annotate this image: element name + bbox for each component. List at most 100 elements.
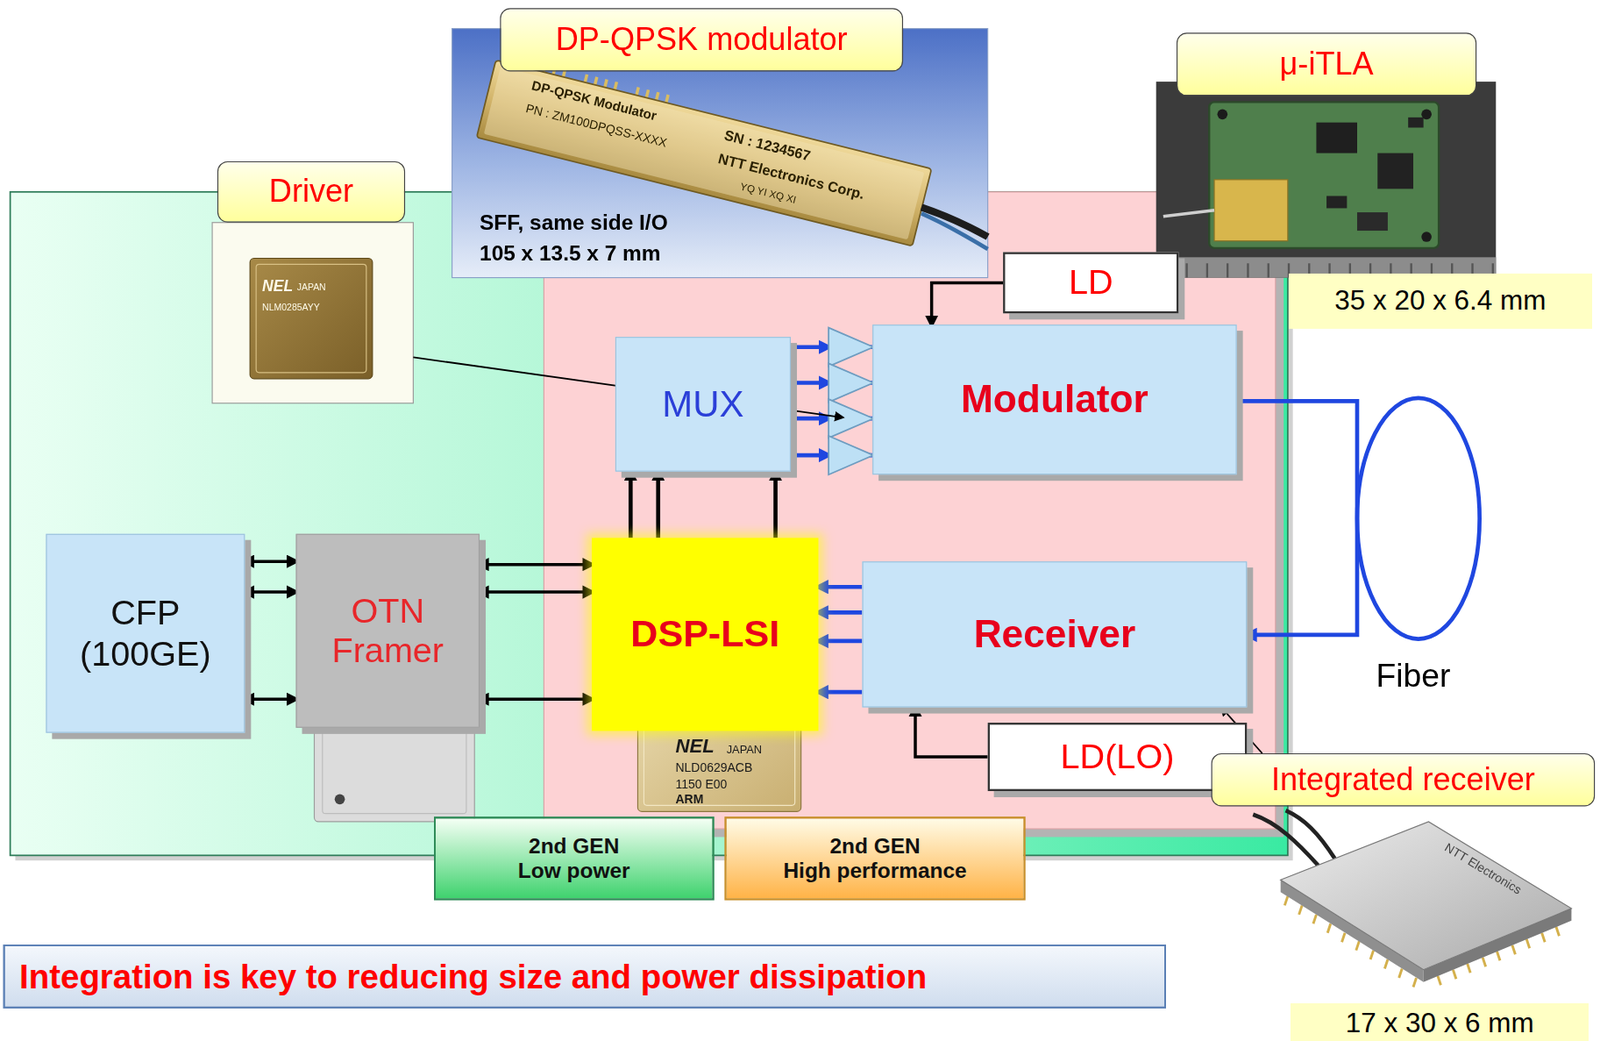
box-text: 2nd GEN bbox=[829, 833, 920, 859]
box-text: CFP (100GE) bbox=[69, 593, 223, 674]
box-text: DSP-LSI bbox=[630, 612, 780, 657]
signal-arrow bbox=[817, 584, 862, 590]
signal-arrow bbox=[1237, 400, 1358, 635]
signal-arrow bbox=[244, 559, 296, 562]
box-text: 17 x 30 x 6 mm bbox=[1345, 1007, 1535, 1039]
integrated-receiver-photo bbox=[1252, 810, 1572, 987]
chip-marking: 1150 E00 bbox=[675, 777, 728, 791]
signal-arrow bbox=[479, 590, 592, 593]
chip-marking: JAPAN bbox=[297, 282, 327, 293]
framer-box: OTN Framer bbox=[296, 533, 481, 728]
laser-box: LD(LO) bbox=[988, 722, 1248, 791]
laser-box: LD bbox=[1002, 251, 1179, 313]
dsp-box: DSP-LSI bbox=[591, 537, 818, 731]
signal-arrow bbox=[931, 282, 1003, 325]
signal-arrow bbox=[244, 590, 296, 593]
signal-arrow bbox=[817, 639, 862, 644]
tunable-laser-photo-part bbox=[1421, 109, 1432, 121]
generation-badge: 2nd GENHigh performance bbox=[724, 816, 1025, 900]
integrated-receiver-photo-part bbox=[1252, 814, 1318, 866]
receiver-box: Receiver bbox=[861, 561, 1247, 707]
modulator-photo-part bbox=[921, 213, 989, 249]
box-text: MUX bbox=[661, 383, 744, 426]
tunable-laser-photo-part bbox=[1217, 109, 1229, 121]
signal-arrow bbox=[479, 562, 592, 566]
chip-marking: NLM0285AYY bbox=[262, 303, 320, 314]
driver-amplifier-part bbox=[828, 362, 874, 402]
driver-photo-part bbox=[256, 263, 367, 372]
driver-photo bbox=[212, 222, 413, 404]
signal-arrow bbox=[773, 471, 778, 539]
fiber-label: Fiber bbox=[1376, 658, 1451, 695]
signal-arrow bbox=[479, 697, 592, 701]
box-text: Low power bbox=[518, 858, 631, 883]
box-text: Integration is key to reducing size and … bbox=[19, 956, 927, 996]
tunable-laser-photo bbox=[1156, 81, 1497, 278]
callout-tab: Integrated receiver bbox=[1211, 753, 1596, 807]
box-text: OTN Framer bbox=[311, 590, 465, 671]
box-text: 35 x 20 x 6.4 mm bbox=[1334, 284, 1546, 317]
driver-photo-part bbox=[212, 222, 413, 404]
line-card-region bbox=[543, 192, 1284, 838]
box-text: LD bbox=[1068, 263, 1114, 304]
chip-marking: ARM bbox=[675, 792, 704, 806]
tunable-laser-photo-part bbox=[1357, 212, 1388, 231]
chip-marking: NLD0629ACB bbox=[675, 760, 754, 775]
spec-text: SFF, same side I/O bbox=[479, 210, 669, 235]
box-text: High performance bbox=[782, 858, 967, 883]
board-region-part bbox=[10, 192, 1288, 856]
driver-amplifier bbox=[828, 327, 874, 476]
tunable-laser-photo-part bbox=[1408, 117, 1423, 128]
signal-arrow bbox=[628, 471, 633, 539]
box-text: DP-QPSK modulator bbox=[555, 21, 848, 58]
modulator-box: Modulator bbox=[872, 324, 1238, 475]
callout-tab: Driver bbox=[217, 161, 406, 223]
box-text: 2nd GEN bbox=[528, 833, 619, 859]
tunable-laser-photo-part bbox=[1156, 81, 1497, 278]
signal-arrow bbox=[655, 471, 661, 539]
chip-logo: NEL bbox=[262, 277, 293, 295]
driver-photo-part bbox=[249, 257, 373, 378]
driver-amplifier-part bbox=[828, 327, 874, 367]
integrated-receiver-photo-part bbox=[1280, 821, 1572, 970]
signal-arrow bbox=[817, 689, 862, 695]
box-text: Modulator bbox=[960, 376, 1149, 422]
callout-tab: μ-iTLA bbox=[1176, 32, 1477, 96]
tunable-laser-photo-part bbox=[1421, 231, 1432, 242]
modulator-photo-part bbox=[921, 206, 989, 237]
box-text: Receiver bbox=[974, 611, 1136, 657]
tunable-laser-photo-part bbox=[1208, 101, 1439, 248]
signal-arrow bbox=[244, 697, 296, 701]
spec-text: 105 x 13.5 x 7 mm bbox=[479, 241, 662, 265]
box-text: Integrated receiver bbox=[1271, 760, 1536, 797]
driver-amplifier-part bbox=[828, 435, 874, 475]
tunable-laser-photo-part bbox=[1326, 195, 1347, 208]
chip-logo: NEL bbox=[675, 735, 715, 757]
board-region bbox=[10, 192, 1294, 861]
tunable-laser-photo-part bbox=[1377, 153, 1414, 190]
modulator-package-part bbox=[476, 60, 932, 247]
tunable-laser-photo-part bbox=[1315, 122, 1358, 154]
driver-amplifier-part bbox=[828, 398, 874, 438]
generation-badge: 2nd GENLow power bbox=[433, 816, 715, 900]
framer-chip-photo-part bbox=[334, 794, 346, 805]
box-text: μ-iTLA bbox=[1280, 46, 1374, 83]
dimension-box: 35 x 20 x 6.4 mm bbox=[1288, 273, 1593, 329]
signal-arrow bbox=[817, 610, 862, 615]
mux-box: MUX bbox=[615, 336, 791, 472]
dimension-box: 17 x 30 x 6 mm bbox=[1290, 1002, 1589, 1041]
tunable-laser-photo-part bbox=[1163, 210, 1215, 217]
signal-arrow bbox=[915, 707, 989, 757]
box-text: Driver bbox=[269, 173, 354, 210]
cfp-box: CFP (100GE) bbox=[45, 533, 245, 733]
chip-marking: JAPAN bbox=[726, 742, 762, 755]
note-box: Integration is key to reducing size and … bbox=[2, 944, 1167, 1009]
modulator-package bbox=[476, 52, 934, 247]
integrated-receiver-photo-part bbox=[1286, 810, 1336, 859]
fiber-loop bbox=[1357, 398, 1480, 640]
tunable-laser-photo-part bbox=[1214, 179, 1288, 242]
callout-tab: DP-QPSK modulator bbox=[499, 7, 904, 72]
box-text: LD(LO) bbox=[1060, 736, 1175, 777]
line-card-region-part bbox=[543, 192, 1276, 829]
